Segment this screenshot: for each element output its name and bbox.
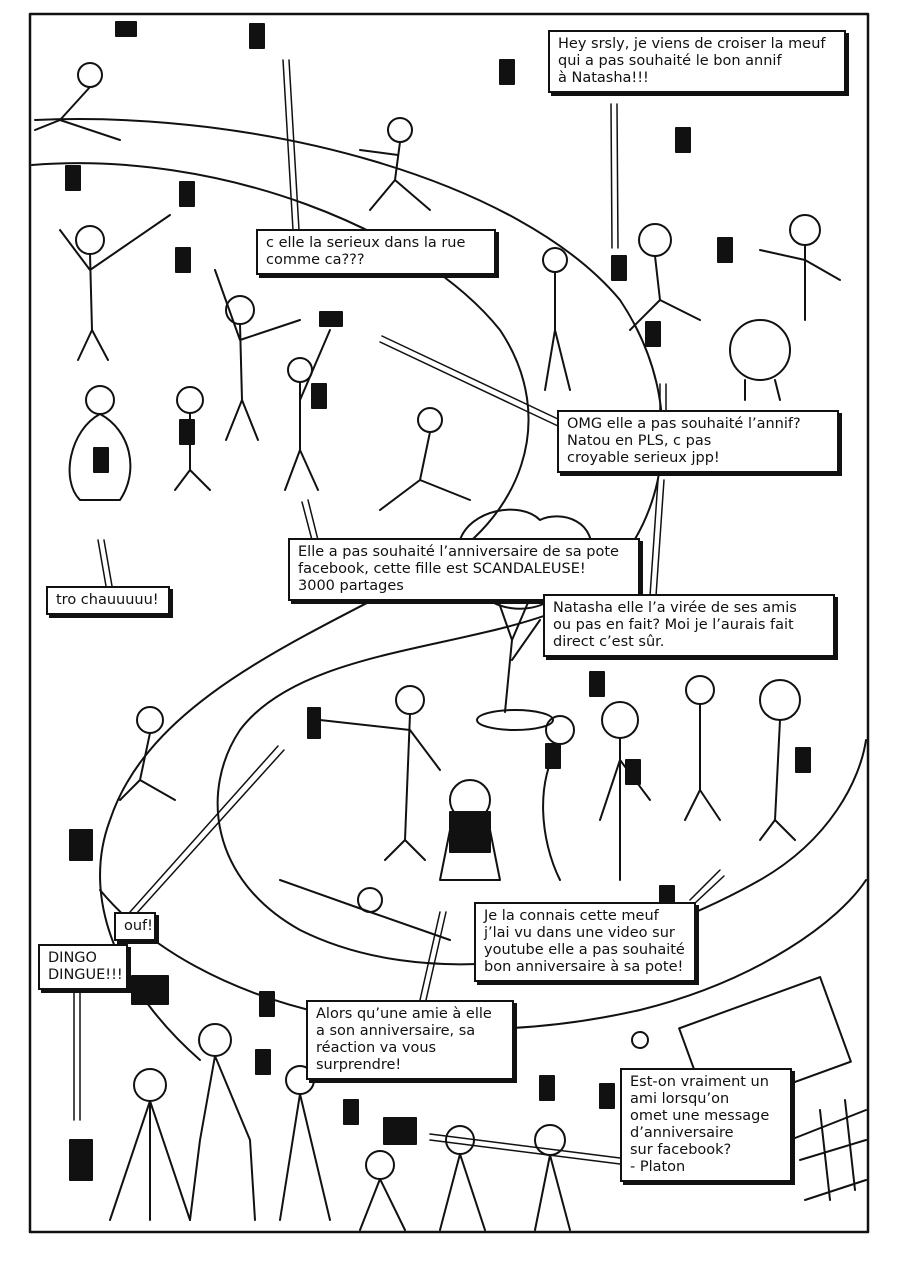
speech-bubble-tro-chauuu: tro chauuuuu!	[46, 586, 170, 615]
road-curve-lower	[99, 879, 867, 1031]
speech-bubble-platon-quote: Est-on vraiment un ami lorsqu’on omet un…	[620, 1068, 792, 1182]
speech-bubble-je-la-connais: Je la connais cette meuf j’lai vu dans u…	[474, 902, 696, 982]
speech-bubble-omg: OMG elle a pas souhaité l’annif? Natou e…	[557, 410, 839, 473]
speech-bubble-scandaleuse: Elle a pas souhaité l’anniversaire de sa…	[288, 538, 640, 601]
bubble-tails	[73, 59, 725, 1165]
speech-bubble-c-elle-la: c elle la serieux dans la rue comme ca??…	[256, 229, 496, 275]
panel-border	[28, 12, 870, 1234]
speech-bubble-ouf: ouf!	[114, 912, 156, 941]
speech-bubble-alors-qu-une-amie: Alors qu’une amie à elle a son anniversa…	[306, 1000, 514, 1080]
speech-bubble-dingo-dingue: DINGO DINGUE!!!	[38, 944, 128, 990]
phones	[65, 21, 811, 1181]
speech-bubble-hey-srsly: Hey srsly, je viens de croiser la meuf q…	[548, 30, 846, 93]
crowd-figures	[34, 62, 841, 1231]
speech-bubble-natasha-viree: Natasha elle l’a virée de ses amis ou pa…	[543, 594, 835, 657]
